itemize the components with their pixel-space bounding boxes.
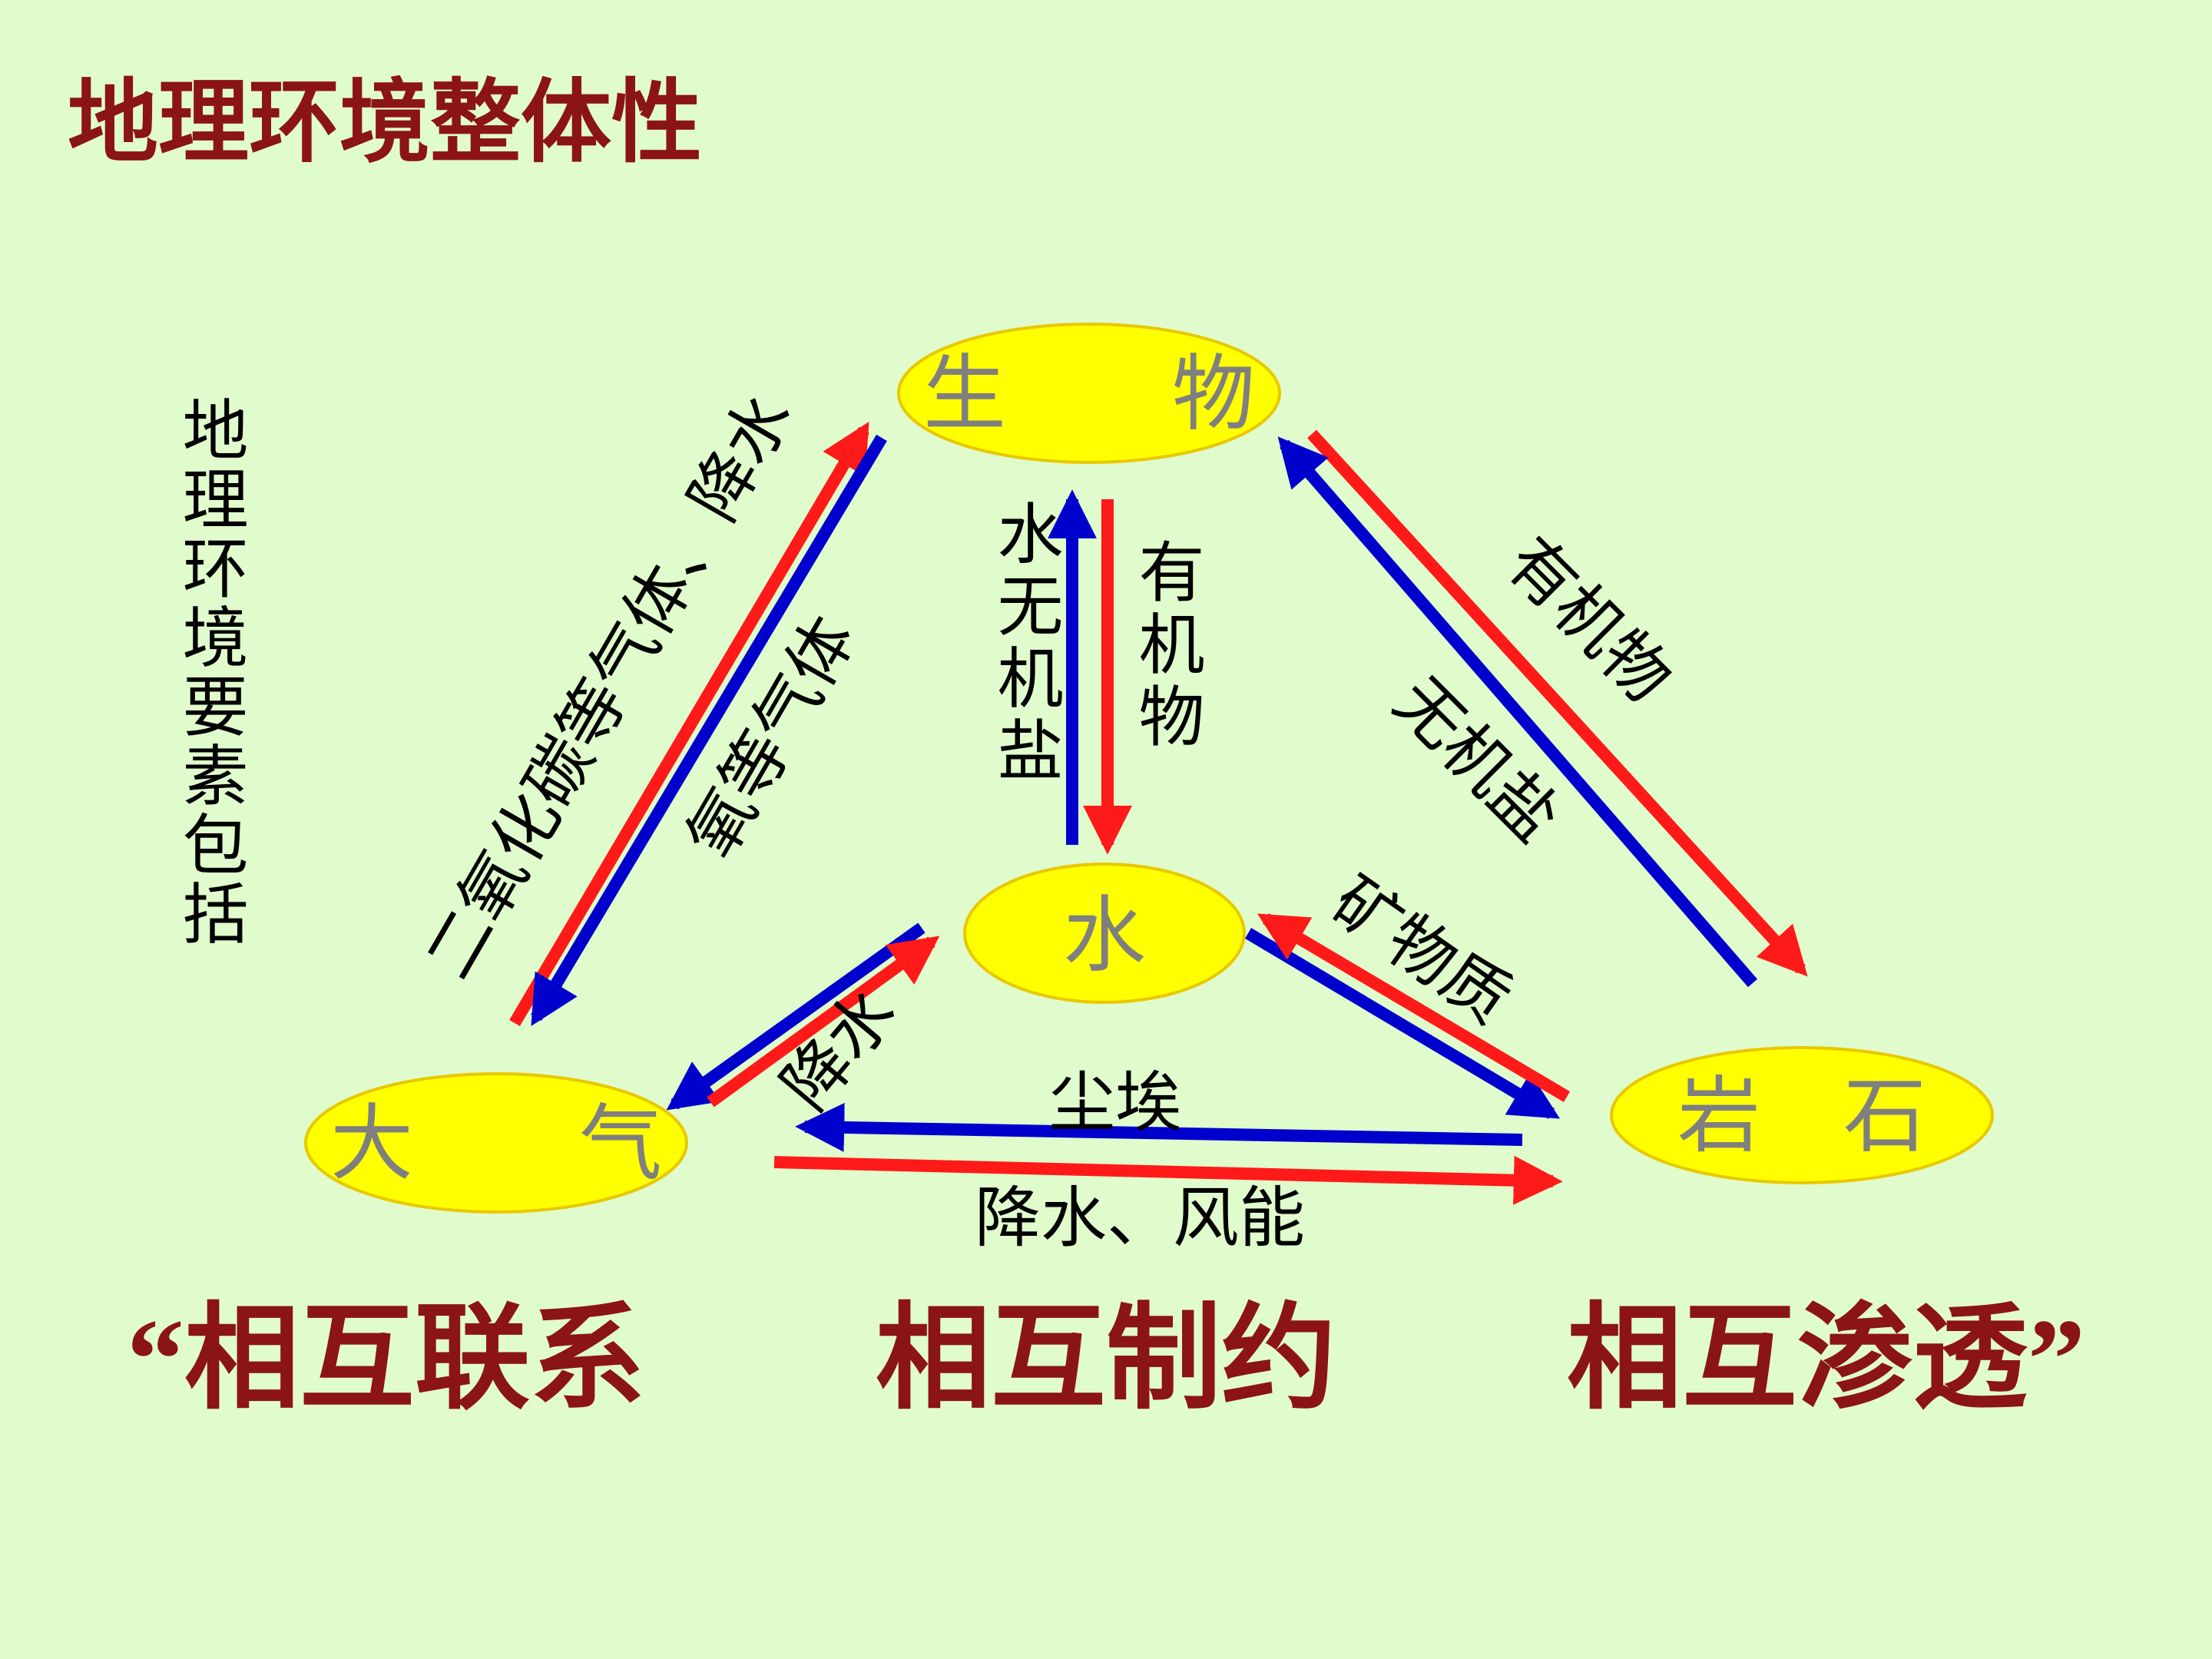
- node-biology-label: 生 物: [923, 349, 1255, 441]
- arrow-biology-to-rock: [1307, 429, 1808, 977]
- flow-label-precip-wind: 降水、风能: [975, 1180, 1305, 1257]
- arrow-biology-to-atmosphere: [531, 434, 887, 1026]
- arrow-atmosphere-to-water: [707, 935, 940, 1108]
- node-atmosphere: 大 气: [304, 1072, 688, 1214]
- flow-label-precip-water: 降水: [767, 974, 911, 1124]
- node-biology: 生 物: [897, 323, 1281, 464]
- arrow-rock-to-water: [1257, 913, 1571, 1102]
- arrow-water-to-rock: [1244, 928, 1561, 1119]
- arrow-rock-to-atmosphere: [795, 1102, 1523, 1152]
- node-rock-label: 岩 石: [1677, 1071, 1926, 1163]
- flow-label-dust: 尘埃: [1049, 1065, 1181, 1141]
- node-water: 水: [963, 863, 1246, 1004]
- arrow-atmosphere-to-biology: [509, 421, 869, 1027]
- node-atmosphere-label: 大 气: [330, 1099, 662, 1190]
- node-rock: 岩 石: [1610, 1046, 1994, 1184]
- arrow-rock-to-biology: [1277, 436, 1758, 988]
- flow-label-organic-rock: 有机物: [1492, 523, 1686, 717]
- page-title: 地理环境整体性: [68, 73, 702, 174]
- flow-label-water-salt: 水无机盐: [985, 499, 1062, 788]
- flow-label-organic-down: 有机物: [1127, 538, 1204, 754]
- arrow-atmosphere-to-rock: [773, 1155, 1563, 1205]
- node-water-label: 水: [1063, 891, 1146, 982]
- side-label: 地理环境要素包括: [171, 396, 247, 949]
- arrow-water-to-atmosphere: [666, 922, 926, 1111]
- summary-slogan: “相互联系 相互制约 相互渗透”: [127, 1296, 2085, 1423]
